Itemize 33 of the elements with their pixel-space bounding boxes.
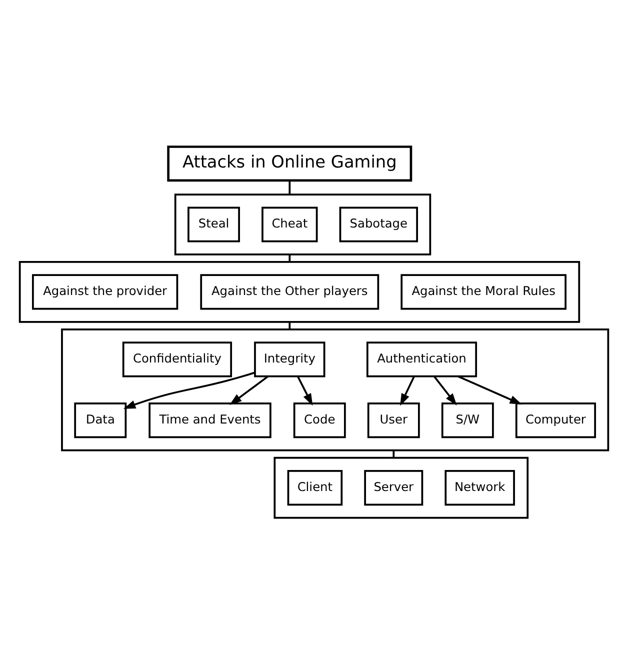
node-box: Against the Moral Rules xyxy=(400,274,566,310)
cluster xyxy=(174,194,432,256)
node-box: Cheat xyxy=(262,206,318,242)
node-box: Network xyxy=(444,470,515,506)
node-box: Against the Other players xyxy=(200,274,380,310)
arrow xyxy=(229,376,268,405)
node-box: Attacks in Online Gaming xyxy=(167,146,412,182)
arrow xyxy=(123,372,256,409)
connector xyxy=(288,322,291,330)
arrow xyxy=(434,376,457,406)
node-box: Code xyxy=(293,402,346,438)
connector xyxy=(288,180,291,195)
node-box: Authentication xyxy=(366,342,478,378)
cluster xyxy=(274,456,529,519)
node-box: Time and Events xyxy=(148,402,272,438)
node-box: Steal xyxy=(188,206,240,242)
cluster xyxy=(18,261,580,323)
node-box: Server xyxy=(364,470,424,506)
node-box: S/W xyxy=(441,402,494,438)
connector xyxy=(288,254,291,262)
node-box: Sabotage xyxy=(339,206,418,242)
node-box: Integrity xyxy=(254,342,326,378)
node-box: Computer xyxy=(515,402,596,438)
node-box: User xyxy=(367,402,420,438)
connector xyxy=(392,450,395,458)
arrow xyxy=(400,376,415,406)
node-box: Confidentiality xyxy=(122,342,232,378)
node-box: Data xyxy=(74,402,127,438)
cluster xyxy=(61,328,610,452)
node-box: Against the provider xyxy=(32,274,178,310)
arrow xyxy=(297,376,313,406)
arrow xyxy=(458,375,522,405)
node-box: Client xyxy=(287,470,343,506)
